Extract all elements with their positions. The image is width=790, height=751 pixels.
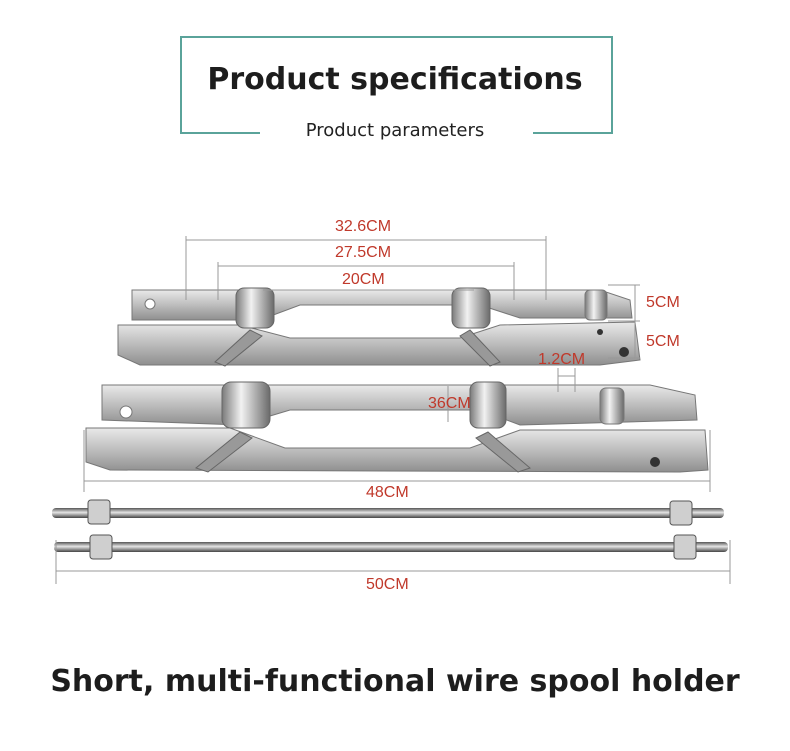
dim-label-upper-height: 5CM [646, 294, 680, 311]
dim-label-overall-top: 32.6CM [335, 218, 392, 235]
dim-label-roller-diameter: 36CM [428, 395, 471, 412]
dim-label-inner-top: 27.5CM [335, 244, 392, 261]
threaded-rods [52, 499, 728, 560]
dim-label-rod-length: 50CM [366, 576, 409, 593]
dim-label-lower-height: 5CM [646, 333, 680, 350]
dim-label-slot-width: 1.2CM [538, 351, 586, 368]
frame-right-edge [611, 36, 613, 134]
dimension-lines [55, 236, 731, 584]
page-title: Product specifications [207, 62, 583, 97]
frame-top-edge [180, 36, 613, 38]
dim-label-roller-span: 20CM [342, 271, 385, 288]
frame-left-edge [180, 36, 182, 134]
header-frame [180, 36, 613, 134]
lower-bracket [85, 381, 709, 473]
frame-bottom-left-edge [180, 132, 260, 134]
page-subtitle: Product parameters [305, 120, 485, 141]
dim-label-bracket-length: 48CM [366, 484, 409, 501]
frame-bottom-right-edge [533, 132, 613, 134]
product-caption: Short, multi-functional wire spool holde… [50, 664, 740, 699]
